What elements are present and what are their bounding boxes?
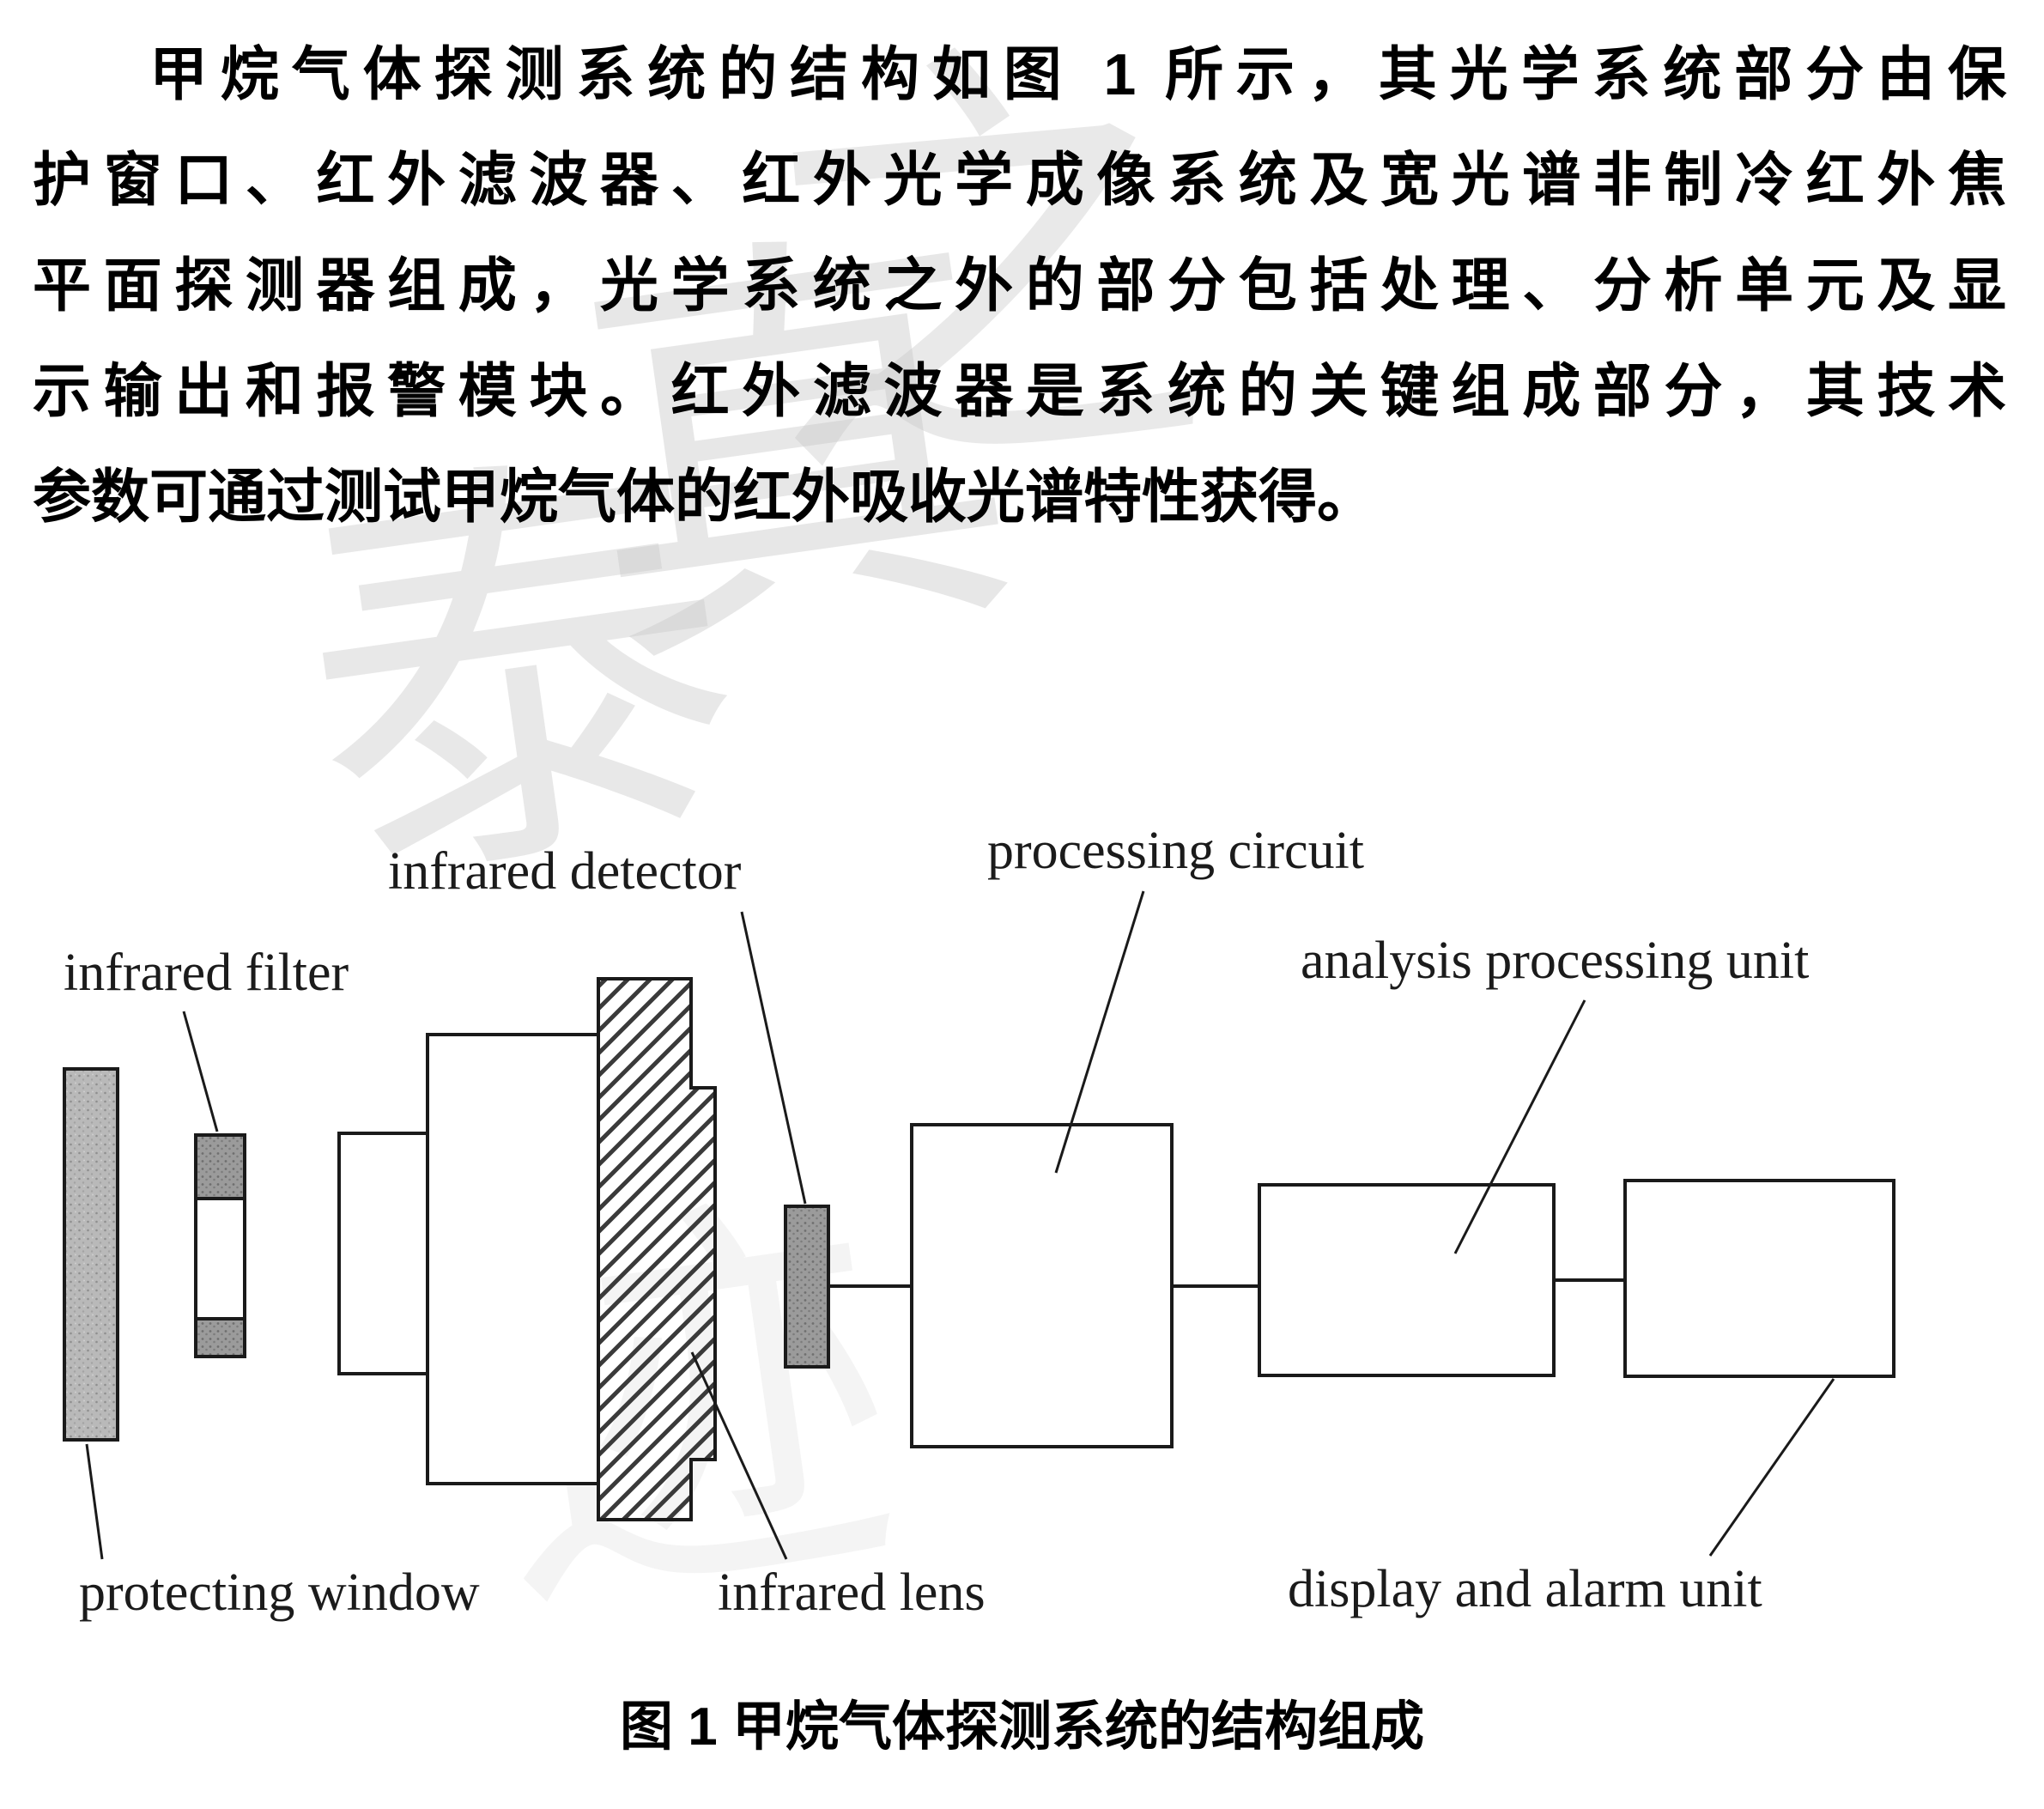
label-infrared-lens: infrared lens	[718, 1563, 986, 1622]
figure-caption: 图 1 甲烷气体探测系统的结构组成	[620, 1697, 1424, 1757]
leader-protecting-window	[85, 1443, 104, 1560]
leader-analysis-unit	[1453, 999, 1586, 1254]
analysis-processing-unit-box	[1258, 1183, 1556, 1377]
label-protecting-window: protecting window	[79, 1563, 480, 1622]
infrared-lens-shape	[597, 977, 717, 1521]
paragraph-line: 甲烷气体探测系统的结构如图 1 所示，其光学系统部分由保	[149, 42, 2006, 107]
label-analysis-processing-unit: analysis processing unit	[1301, 932, 1810, 990]
lens-barrel-body-shape	[426, 1033, 600, 1485]
infrared-detector-shape	[784, 1205, 830, 1369]
lens-barrel-front-shape	[337, 1132, 429, 1375]
paragraph-line: 参数可通过测试甲烷气体的红外吸收光谱特性获得。	[33, 464, 1376, 530]
leader-infrared-lens	[690, 1351, 788, 1560]
body-paragraph: 甲烷气体探测系统的结构如图 1 所示，其光学系统部分由保 护窗口、红外滤波器、红…	[33, 22, 2006, 550]
processing-circuit-box	[910, 1123, 1174, 1448]
paragraph-line: 示输出和报警模块。红外滤波器是系统的关键组成部分，其技术	[33, 359, 2006, 424]
paragraph-line: 平面探测器组成，光学系统之外的部分包括处理、分析单元及显	[33, 253, 2006, 319]
leader-infrared-detector	[740, 911, 807, 1205]
paragraph-line: 护窗口、红外滤波器、红外光学成像系统及宽光谱非制冷红外焦	[33, 148, 2006, 213]
infrared-filter-shape	[194, 1133, 246, 1358]
leader-display-alarm-unit	[1708, 1378, 1835, 1557]
label-display-alarm-unit: display and alarm unit	[1288, 1560, 1762, 1618]
label-infrared-filter: infrared filter	[64, 944, 349, 1002]
label-infrared-detector: infrared detector	[388, 842, 742, 901]
leader-infrared-filter	[182, 1011, 219, 1132]
label-processing-circuit: processing circuit	[987, 822, 1365, 880]
protecting-window-shape	[63, 1067, 119, 1442]
display-alarm-unit-box	[1623, 1179, 1895, 1378]
leader-processing-circuit	[1054, 890, 1145, 1174]
